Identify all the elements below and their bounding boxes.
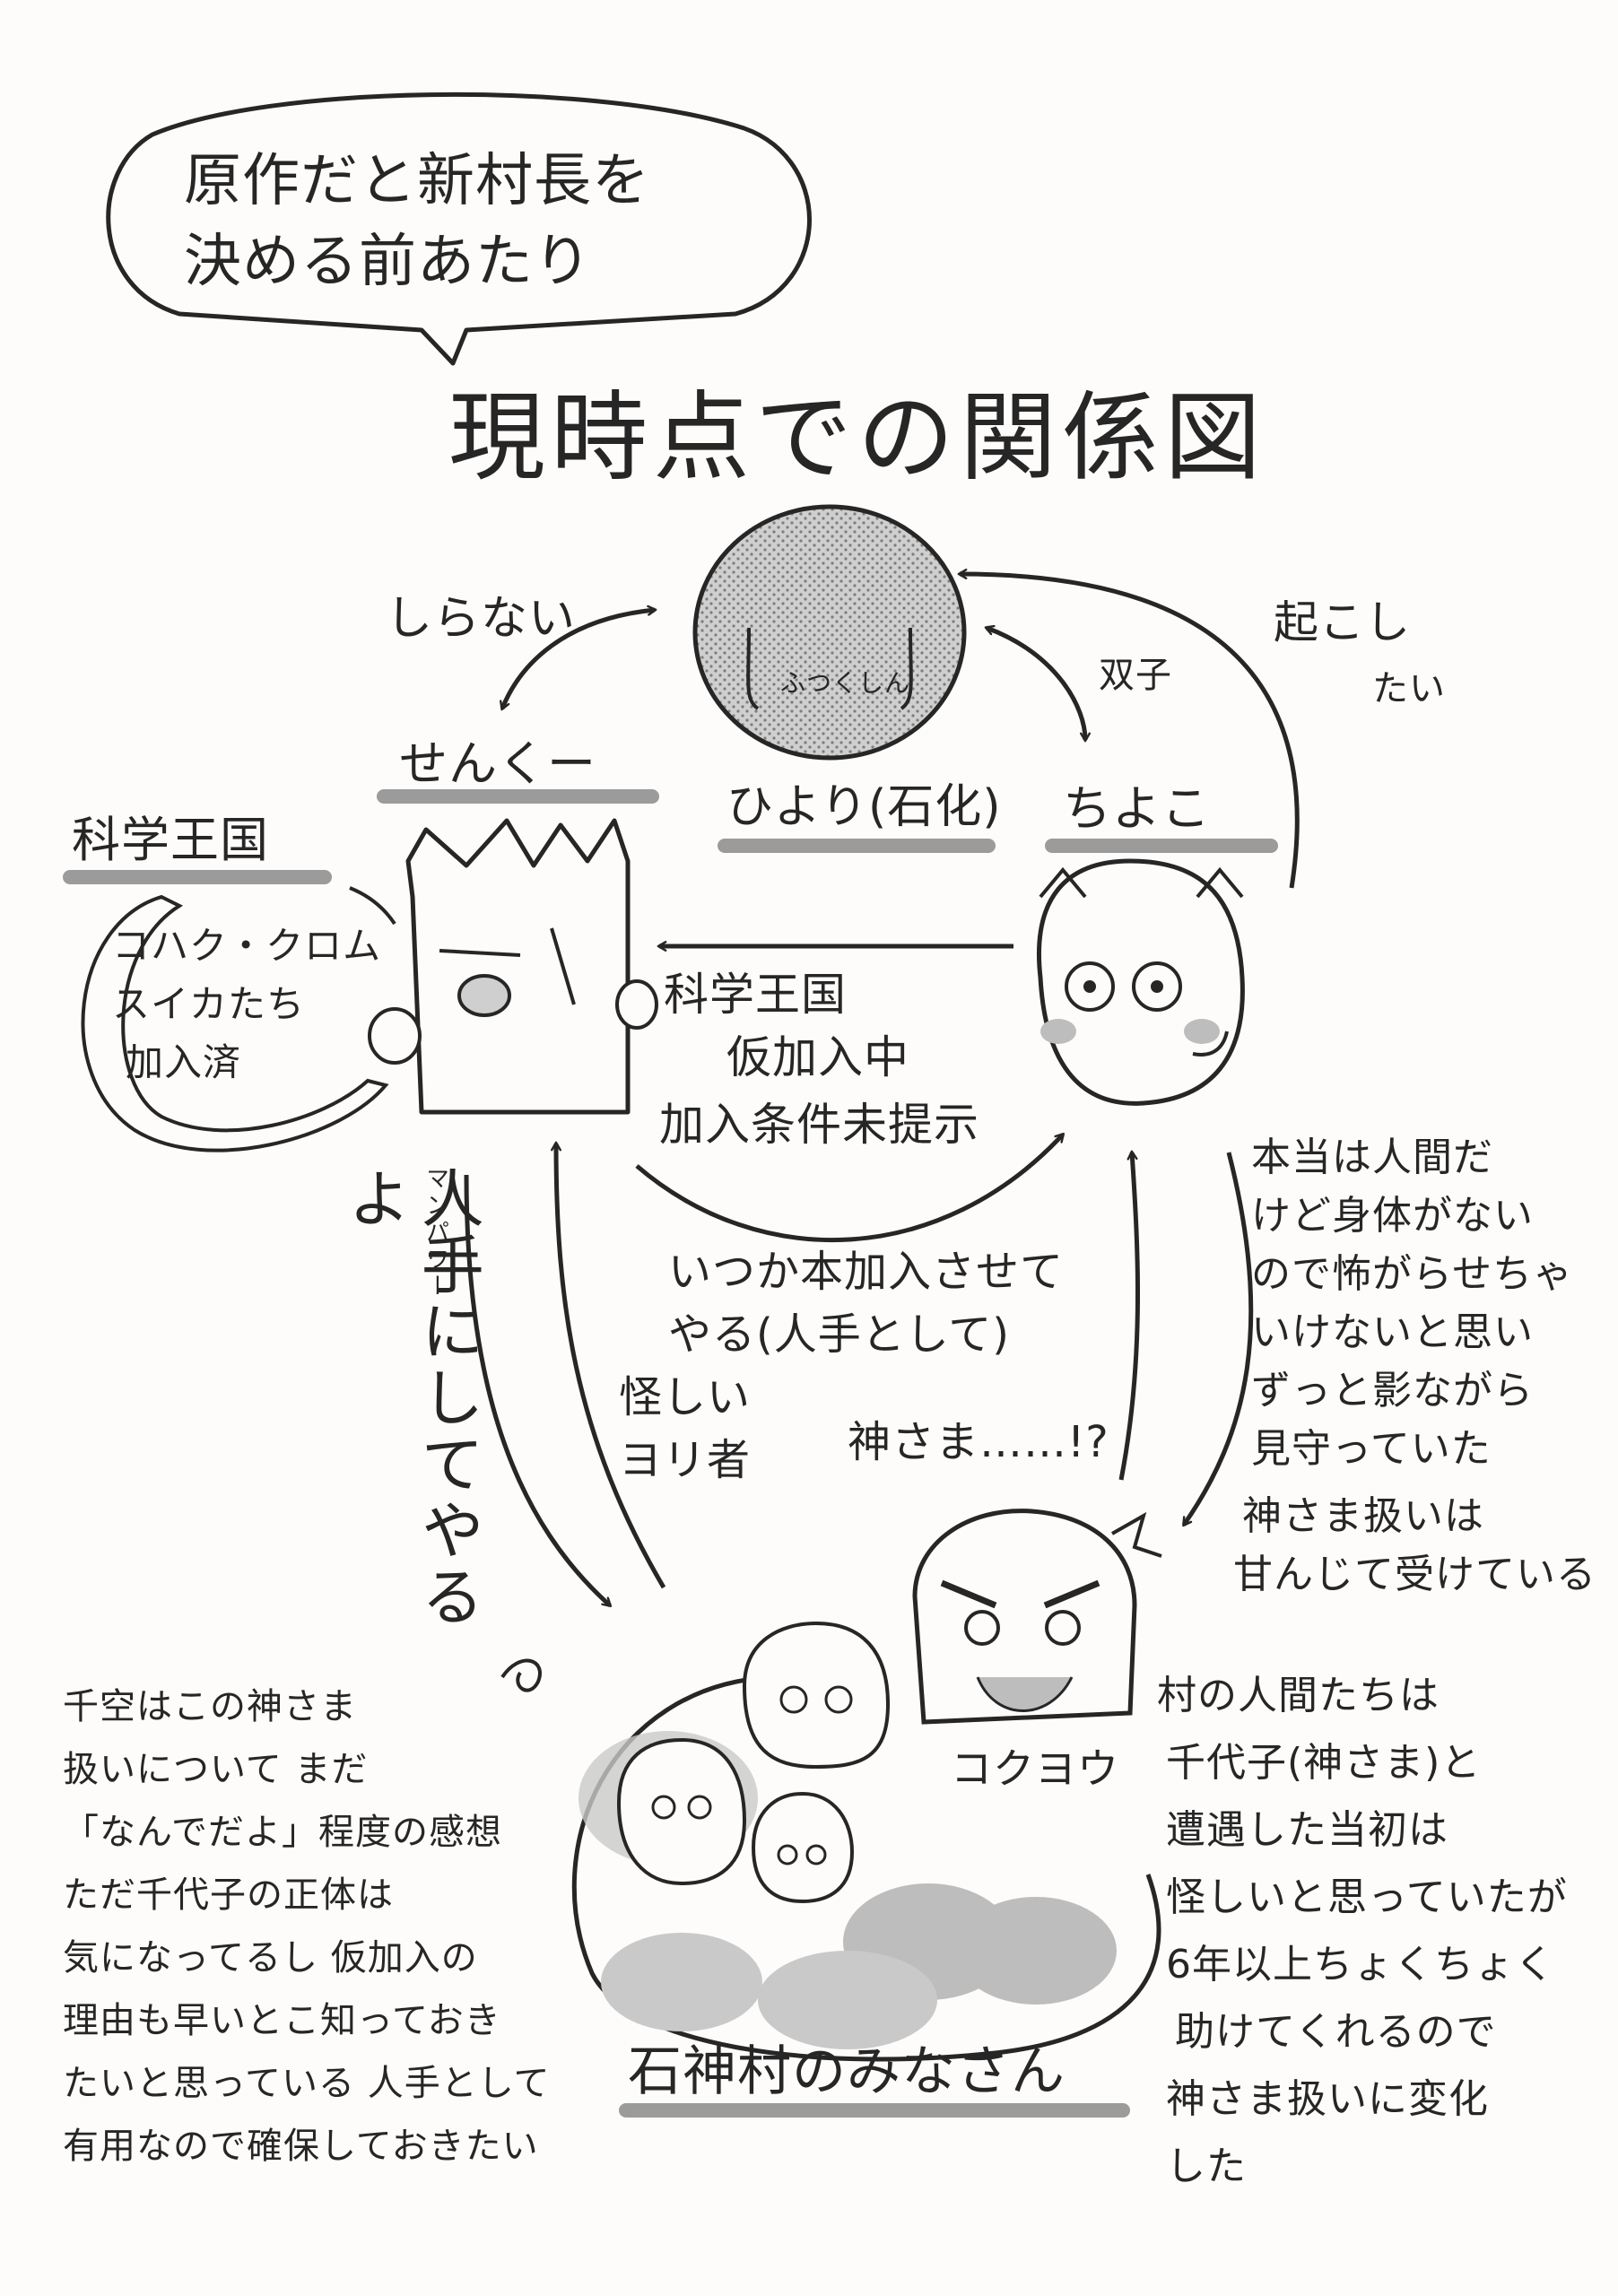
futago-label: 双子 [1099,655,1172,696]
shiranai-label: しらない [386,592,577,646]
kari-kanyu-line-2: 仮加入中 [726,1031,909,1083]
chiyoko-label: ちよこ [1063,780,1211,837]
right-top-note-2: けど身体がない [1251,1193,1534,1239]
hiyori-label: ひより(石化) [726,780,1002,834]
right-top-note-6: 見守っていた [1251,1426,1492,1472]
mimamoru-arrow [1181,1152,1254,1527]
left-bottom-note-8: 有用なので確保しておきたい [63,2126,539,2167]
kagaku-member-3: 加入済 [126,1040,242,1084]
kagaku-member-2: スイカたち [112,982,306,1026]
kokuyou-figure [912,1509,1162,1725]
right-bottom-note-5: 6年以上ちょくちょく [1166,1942,1555,1987]
right-bottom-note-1: 村の人間たちは [1157,1673,1440,1718]
left-bottom-note-7: たいと思っている 人手として [63,2063,551,2104]
shiranai-arrow [500,604,657,711]
left-bottom-note-1: 千空はこの神さま [63,1686,357,1727]
villagers-group [571,1621,1161,2062]
left-bottom-note-6: 理由も早いとこ知っておき [63,2000,501,2041]
kamisama-arrow [1118,1150,1141,1481]
kamisama-label: 神さま……!? [848,1417,1109,1467]
honkanyu-arrow [635,1132,1066,1242]
ayashii-arrow [551,1141,666,1589]
kagaku-member-1: コハク・クロム [112,924,382,968]
speech-bubble-line-1: 原作だと新村長を [184,148,650,214]
right-top-note-5: ずっと影ながら [1251,1368,1534,1413]
right-mid-note-2: 甘んじて受けている [1233,1552,1596,1597]
right-bottom-note-4: 怪しいと思っていたが [1166,1874,1568,1920]
right-top-note-1: 本当は人間だ [1251,1135,1493,1180]
okoshitai-label-2: たい [1372,668,1446,709]
right-bottom-note-2: 千代子(神さま)と [1166,1740,1482,1786]
villagers-label: 石神村のみなさん [628,2040,1066,2103]
right-mid-note-1: 神さま扱いは [1242,1493,1484,1539]
kokuyou-label: コクヨウ [951,1744,1119,1793]
kagaku-label: 科学王国 [72,812,269,868]
kari-kanyu-line-1: 科学王国 [664,969,847,1021]
kagaku-underline [63,870,332,884]
right-bottom-note-3: 遭遇した当初は [1166,1807,1448,1853]
right-bottom-note-8: した [1166,2144,1247,2189]
senku-label: せんくー [399,735,596,792]
chiyoko-figure [1037,858,1245,1106]
villagers-underline [619,2103,1130,2118]
manpower-ruby: マンパワー [422,1166,449,1300]
left-bottom-note-5: 気になってるし 仮加入の [63,1937,478,1979]
ayashii-line-2: ヨリ者 [619,1435,752,1485]
right-top-note-3: ので怖がらせちゃ [1251,1251,1574,1297]
hiyori-underline [718,839,996,853]
ayashii-line-1: 怪しい [619,1372,752,1422]
okoshitai-arrow [957,569,1300,889]
honkanyu-line-2: やる(人手として) [668,1309,1011,1360]
hitode-arrow [464,1174,613,1608]
okoshitai-label-1: 起こし [1274,596,1411,648]
right-top-note-4: いけないと思い [1251,1309,1534,1355]
hitode-label: 人手にしてやるよ [336,1166,485,1631]
honkanyu-line-1: いつか本加入させて [668,1247,1065,1297]
chiyoko-underline [1045,839,1278,853]
futago-arrow [984,624,1091,743]
right-bottom-note-6: 助けてくれるので [1175,2009,1497,2055]
speech-bubble-outline [106,91,812,366]
left-bottom-note-3: 「なんでだよ」程度の感想 [63,1812,502,1853]
kari-kanyu-line-3: 加入条件未提示 [659,1099,979,1151]
senku-underline [377,789,659,804]
left-bottom-note-4: ただ千代子の正体は [63,1874,394,1916]
hiyori-face-text: ふつくしん [780,668,911,698]
right-bottom-note-7: 神さま扱いに変化 [1166,2076,1489,2122]
page-title: 現時点での関係図 [448,382,1267,494]
left-bottom-note-2: 扱いについて まだ [63,1749,369,1790]
speech-bubble-line-2: 決める前あたり [184,229,592,295]
hiyori-stone-head [692,504,967,761]
senku-figure [368,818,658,1115]
kagaku-bubble-outline [81,894,389,1152]
